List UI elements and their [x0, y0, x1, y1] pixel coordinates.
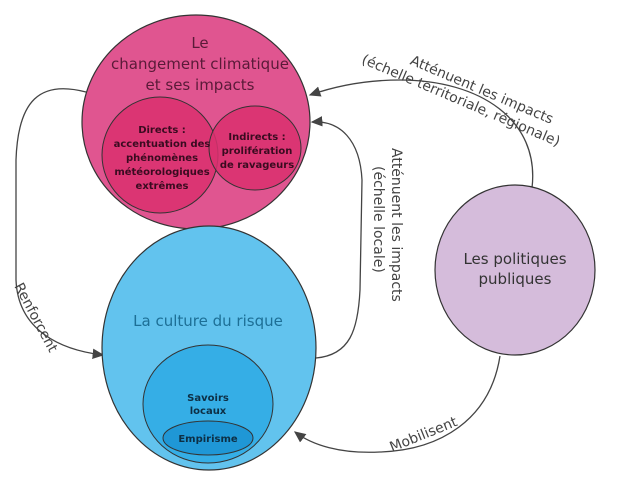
direct-line-1: Directs : [138, 125, 186, 136]
savoirs-line-2: locaux [190, 406, 227, 417]
direct-line-3: phénomènes [126, 152, 198, 164]
label-renforcent: Renforcent [10, 280, 60, 355]
label-mobilisent: Mobilisent [388, 414, 461, 456]
label-local-line2: (échelle locale) [370, 166, 386, 273]
edge-attenuent-regional [308, 79, 534, 189]
direct-line-4: météorologiques [114, 166, 209, 178]
indirect-line-1: Indirects : [228, 132, 285, 143]
indirect-line-3: de ravageurs [220, 160, 294, 171]
policies-line-1: Les politiques [463, 250, 566, 268]
node-public-policies [434, 184, 596, 356]
edge-mobilisent [293, 355, 501, 453]
edge-renforcent [15, 88, 105, 359]
empirisme-label: Empirisme [178, 434, 238, 445]
climate-title-3: et ses impacts [146, 76, 255, 94]
savoirs-line-1: Savoirs [187, 393, 229, 404]
culture-title: La culture du risque [133, 312, 283, 330]
node-indirect-impacts [208, 105, 302, 191]
label-local-line1: Atténuent les impacts [388, 148, 404, 302]
indirect-line-2: prolifération [222, 145, 293, 157]
edge-attenuent-local [310, 116, 363, 359]
climate-title-2: changement climatique [111, 55, 289, 73]
climate-title-1: Le [191, 34, 208, 52]
policies-line-2: publiques [479, 270, 552, 288]
direct-line-2: accentuation des [114, 139, 211, 150]
direct-line-5: extrêmes [136, 180, 189, 192]
node-empirisme [162, 420, 254, 456]
label-regional-line2: (échelle territoriale, régionale) [359, 52, 562, 150]
